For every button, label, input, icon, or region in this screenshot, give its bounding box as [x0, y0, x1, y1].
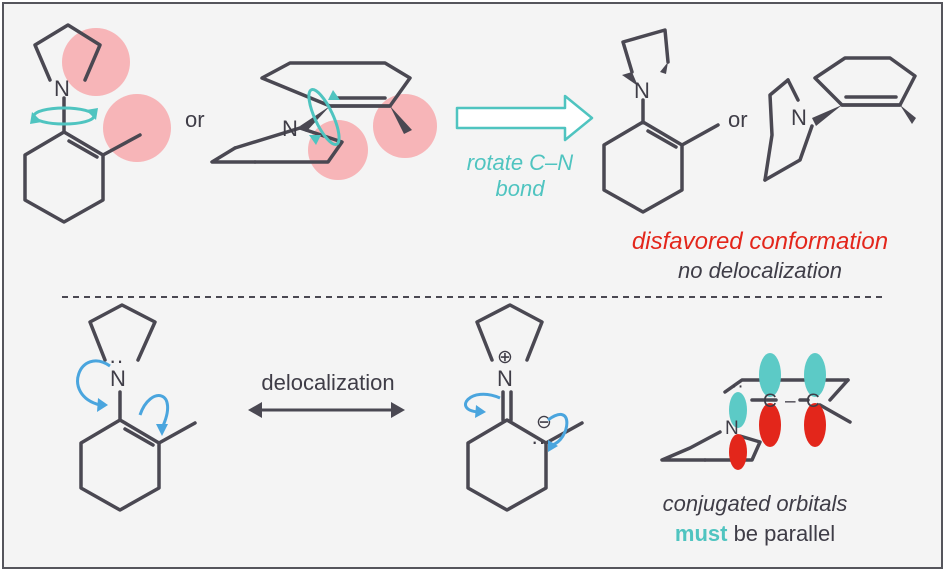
- curly-arrow-icon-1: [76, 359, 169, 436]
- minus-charge: ⊖: [536, 412, 552, 433]
- carbanion-lone-pair: ··: [531, 429, 546, 454]
- nitrogen-atom-label-iminium: N: [497, 366, 513, 391]
- carbon-atom-label-2: C: [806, 391, 820, 412]
- resonance-arrow: [248, 402, 405, 418]
- or-label-left: or: [185, 107, 205, 132]
- carbon-atom-label-1: C: [763, 391, 777, 412]
- iminium-structure: [466, 303, 584, 512]
- nitrogen-atom-label-right-2: N: [791, 105, 807, 130]
- bond-dash: –: [785, 391, 796, 412]
- lone-pair-dots: ··: [109, 348, 124, 373]
- nitrogen-atom-label-right: N: [634, 78, 650, 103]
- enamine-planar-left: [23, 23, 142, 224]
- conjugated-label-line1: conjugated orbitals: [663, 491, 848, 516]
- enamine-resonance-left: [79, 303, 197, 512]
- wedge-bond-right: [622, 72, 638, 86]
- curly-arrow-icon-2: [464, 392, 569, 452]
- rotate-arrow-icon-center: [307, 88, 341, 146]
- conjugated-label-line2: must be parallel: [675, 521, 835, 546]
- be-parallel-text: be parallel: [727, 521, 835, 546]
- rotate-label-line2: bond: [496, 176, 546, 201]
- delocalization-label: delocalization: [261, 370, 394, 395]
- no-delocalization-label: no delocalization: [678, 258, 842, 283]
- plus-charge: ⊕: [497, 347, 513, 368]
- wedge-bond-right-4: [900, 105, 916, 124]
- nitrogen-atom-label: N: [54, 76, 70, 101]
- wedge-bond-right-2: [660, 62, 668, 74]
- enamine-rotated-right: [602, 28, 720, 214]
- nitrogen-atom-label-resonance-1: N: [110, 366, 126, 391]
- rotate-bond-arrow: [455, 94, 594, 142]
- rotate-arrow-icon: [30, 106, 98, 126]
- nitrogen-atom-label-orbital: N: [725, 418, 739, 439]
- rotate-label-line1: rotate C–N: [467, 150, 573, 175]
- lone-pair-dots-orbital: ··: [731, 376, 744, 397]
- disfavored-label: disfavored conformation: [632, 228, 888, 255]
- wedge-bond-right-3: [812, 105, 842, 126]
- wedge-bond-methyl: [390, 106, 412, 134]
- must-emphasis: must: [675, 521, 728, 546]
- orbital-lobes: [729, 353, 826, 470]
- nitrogen-atom-label-center: N: [282, 116, 298, 141]
- or-label-right: or: [728, 107, 748, 132]
